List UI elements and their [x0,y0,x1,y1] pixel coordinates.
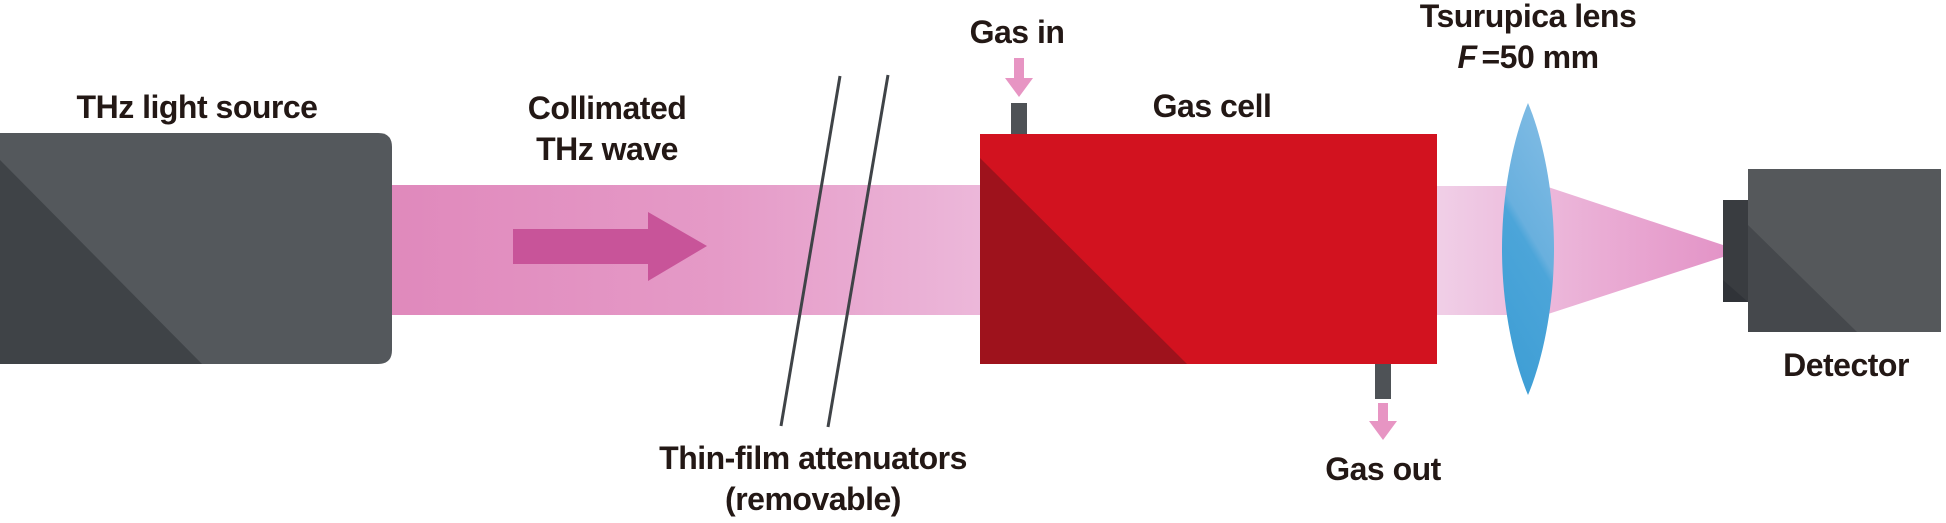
thz-source-label: THz light source [76,89,318,125]
attenuators-label-line1: Thin-film attenuators [659,440,967,476]
lens-focal-symbol: F [1457,39,1477,75]
gas-cell-label: Gas cell [1152,88,1272,124]
thz-beam-focused-cone [1437,186,1723,315]
lens-label: Tsurupica lens F=50 mm [1419,0,1637,78]
attenuators-label: Thin-film attenuators (removable) [659,438,967,520]
gas-out-arrow-down-icon [1369,403,1397,440]
detector-box-shading [1748,225,1857,332]
lens-label-line2: F=50 mm [1420,37,1636,78]
gas-out-label: Gas out [1325,451,1441,487]
thz-source-box-shading [0,160,202,364]
gas-in-arrow-down-icon [1005,58,1033,97]
collimated-wave-label-line1: Collimated [527,90,687,126]
beam-arrow-right-icon [513,212,707,281]
attenuators-label-line2: (removable) [725,481,901,517]
attenuator-film-1 [779,75,842,427]
detector-label: Detector [1783,347,1909,383]
lens-label-line1: Tsurupica lens [1419,0,1637,34]
lens-focal-value: =50 mm [1481,39,1599,75]
gas-in-label: Gas in [969,14,1065,50]
attenuator-film-2 [826,74,890,428]
tsurupica-lens [1502,103,1554,395]
detector-aperture-cap-shading [1723,280,1748,302]
gas-out-pipe [1375,362,1391,399]
collimated-wave-label-line2: THz wave [536,131,678,167]
collimated-wave-label: Collimated THz wave [528,88,687,170]
gas-in-pipe [1011,103,1027,136]
gas-cell-box-shading [980,158,1187,364]
